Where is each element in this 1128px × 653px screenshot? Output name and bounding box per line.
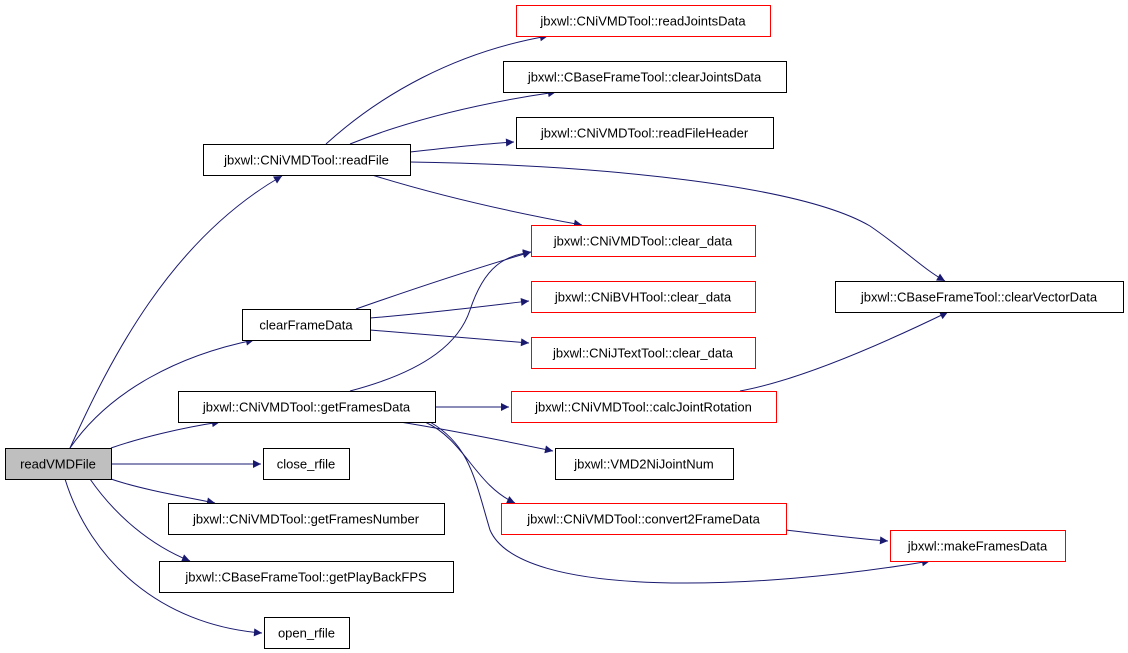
edge-convert2FrameData-to-makeFramesData xyxy=(785,529,889,545)
node-box xyxy=(5,448,112,480)
node-close_rfile[interactable]: close_rfile xyxy=(263,448,350,480)
node-open_rfile[interactable]: open_rfile xyxy=(264,617,350,649)
node-jtext_clear_data[interactable]: jbxwl::CNiJTextTool::clear_data xyxy=(531,337,756,369)
node-readFile[interactable]: jbxwl::CNiVMDTool::readFile xyxy=(203,144,411,176)
edge-getFramesData-to-convert2FrameData xyxy=(424,421,516,504)
node-label: jbxwl::CNiVMDTool::readFileHeader xyxy=(540,126,749,141)
node-box xyxy=(178,391,436,423)
node-box xyxy=(263,448,350,480)
node-convert2FrameData[interactable]: jbxwl::CNiVMDTool::convert2FrameData xyxy=(501,503,787,535)
node-label: jbxwl::CNiBVHTool::clear_data xyxy=(554,290,732,305)
node-box xyxy=(531,281,756,313)
node-getFramesNumber[interactable]: jbxwl::CNiVMDTool::getFramesNumber xyxy=(168,503,445,535)
node-box xyxy=(531,225,756,257)
node-box xyxy=(555,448,734,480)
node-label: readVMDFile xyxy=(20,457,96,472)
edge-readVMDFile-to-getFramesNumber xyxy=(110,478,216,506)
node-clearVectorData[interactable]: jbxwl::CBaseFrameTool::clearVectorData xyxy=(835,281,1124,313)
node-label: jbxwl::VMD2NiJointNum xyxy=(573,457,713,472)
node-box xyxy=(511,391,777,423)
node-box xyxy=(516,117,774,149)
node-box xyxy=(501,503,787,535)
node-getPlayBackFPS[interactable]: jbxwl::CBaseFrameTool::getPlayBackFPS xyxy=(159,561,454,593)
edge-readFile-to-vmd_clear_data xyxy=(371,174,583,228)
node-readVMDFile[interactable]: readVMDFile xyxy=(5,448,112,480)
edge-clearFrameData-to-jtext_clear_data xyxy=(369,329,530,347)
node-box xyxy=(503,61,787,93)
edge-clearFrameData-to-bvh_clear_data xyxy=(369,297,530,319)
node-box xyxy=(890,530,1066,562)
node-label: jbxwl::CBaseFrameTool::clearVectorData xyxy=(860,290,1098,305)
node-getFramesData[interactable]: jbxwl::CNiVMDTool::getFramesData xyxy=(178,391,436,423)
edge-getFramesData-to-VMD2NiJointNum xyxy=(399,421,554,454)
edge-readVMDFile-to-readFile xyxy=(69,175,283,449)
edge-readVMDFile-to-open_rfile xyxy=(64,478,263,637)
node-label: clearFrameData xyxy=(259,318,353,333)
node-readFileHeader[interactable]: jbxwl::CNiVMDTool::readFileHeader xyxy=(516,117,774,149)
node-box xyxy=(159,561,454,593)
node-label: jbxwl::CNiJTextTool::clear_data xyxy=(552,346,734,361)
node-label: jbxwl::CNiVMDTool::clear_data xyxy=(553,234,733,249)
edge-calcJointRotation-to-clearVectorData xyxy=(739,311,949,392)
node-label: jbxwl::CNiVMDTool::getFramesData xyxy=(202,400,411,415)
edge-readVMDFile-to-getPlayBackFPS xyxy=(89,478,191,562)
node-VMD2NiJointNum[interactable]: jbxwl::VMD2NiJointNum xyxy=(555,448,734,480)
node-label: close_rfile xyxy=(277,457,336,472)
nodes-layer: readVMDFile jbxwl::CNiVMDTool::readFilecl… xyxy=(5,5,1124,649)
edge-readFile-to-clearJointsData xyxy=(349,89,557,145)
node-box xyxy=(264,617,350,649)
node-calcJointRotation[interactable]: jbxwl::CNiVMDTool::calcJointRotation xyxy=(511,391,777,423)
node-box xyxy=(516,5,771,37)
node-box xyxy=(203,144,411,176)
node-box xyxy=(242,309,371,341)
node-label: jbxwl::CNiVMDTool::readFile xyxy=(223,153,389,168)
node-clearFrameData[interactable]: clearFrameData xyxy=(242,309,371,341)
edge-readFile-to-readFileHeader xyxy=(409,138,515,153)
node-clearJointsData[interactable]: jbxwl::CBaseFrameTool::clearJointsData xyxy=(503,61,787,93)
node-label: jbxwl::CBaseFrameTool::getPlayBackFPS xyxy=(184,570,427,585)
node-box xyxy=(531,337,756,369)
edge-readVMDFile-to-getFramesData xyxy=(110,419,221,449)
edge-readFile-to-clearVectorData xyxy=(409,161,946,282)
node-makeFramesData[interactable]: jbxwl::makeFramesData xyxy=(890,530,1066,562)
node-label: jbxwl::CNiVMDTool::getFramesNumber xyxy=(192,512,420,527)
edge-getFramesData-to-makeFramesData xyxy=(429,421,931,584)
edge-readVMDFile-to-clearFrameData xyxy=(69,337,255,449)
edge-getFramesData-to-vmd_clear_data xyxy=(349,249,532,392)
node-label: jbxwl::CNiVMDTool::convert2FrameData xyxy=(526,512,760,527)
edge-readFile-to-readJointsData xyxy=(325,33,549,145)
node-label: open_rfile xyxy=(278,626,335,641)
node-bvh_clear_data[interactable]: jbxwl::CNiBVHTool::clear_data xyxy=(531,281,756,313)
node-label: jbxwl::CBaseFrameTool::clearJointsData xyxy=(527,70,762,85)
node-label: jbxwl::CNiVMDTool::calcJointRotation xyxy=(534,400,752,415)
edges-layer xyxy=(64,33,949,637)
node-readJointsData[interactable]: jbxwl::CNiVMDTool::readJointsData xyxy=(516,5,771,37)
node-box xyxy=(168,503,445,535)
node-label: jbxwl::makeFramesData xyxy=(907,539,1048,554)
node-label: jbxwl::CNiVMDTool::readJointsData xyxy=(539,14,746,29)
node-vmd_clear_data[interactable]: jbxwl::CNiVMDTool::clear_data xyxy=(531,225,756,257)
node-box xyxy=(835,281,1124,313)
edge-clearFrameData-to-vmd_clear_data xyxy=(355,250,532,310)
